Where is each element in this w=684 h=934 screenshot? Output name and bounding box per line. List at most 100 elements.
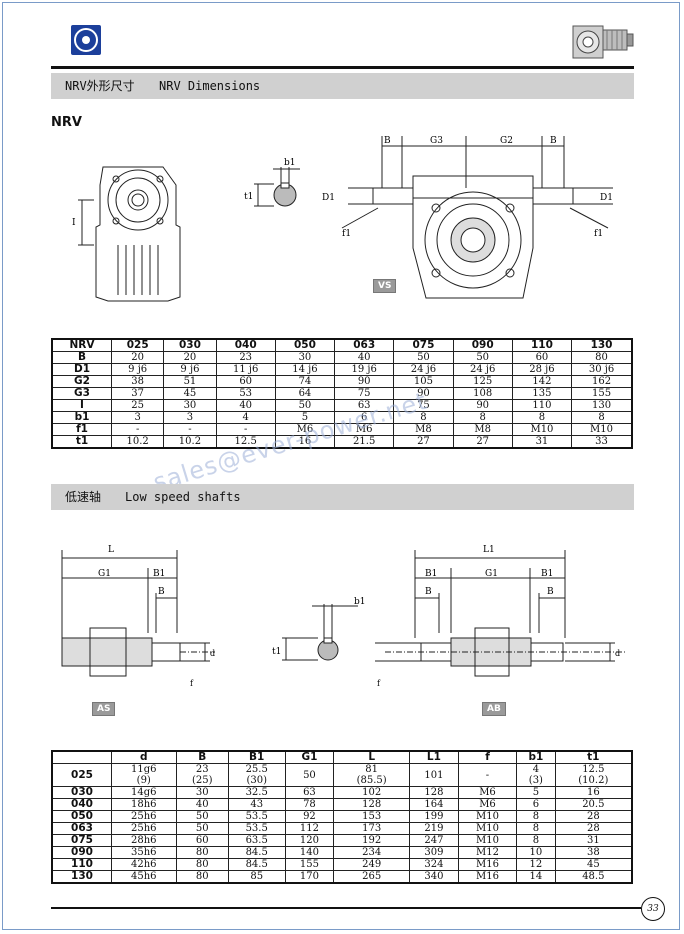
table-cell: 4(3) [516, 763, 556, 787]
dim-label-D1-left: D1 [322, 193, 335, 203]
table-cell: 10.2 [163, 435, 217, 449]
table-header-row: NRV 025 030 040 050 063 075 090 110 130 [51, 338, 633, 352]
section2-title-cn: 低速轴 [65, 490, 102, 504]
dim-label-B1-left: B1 [425, 569, 437, 579]
table-cell: 12 [516, 858, 556, 871]
table-cell: 219 [408, 822, 459, 835]
table-cell: 28h6 [111, 834, 177, 847]
table-cell: 14 [516, 870, 556, 884]
table-cell: 51 [163, 375, 217, 388]
row-label: t1 [51, 435, 113, 449]
table-cell: 14g6 [111, 786, 177, 799]
dim-label-b1-2: b1 [354, 597, 366, 607]
table-cell: 20 [111, 351, 165, 364]
gearbox-product-image [572, 25, 634, 59]
table-cell: - [163, 423, 217, 436]
table-cell: 60 [511, 351, 573, 364]
table-cell: 101 [408, 763, 459, 787]
table-cell: 80 [175, 870, 229, 884]
table-cell: 153 [333, 810, 410, 823]
table-cell: 50 [284, 763, 335, 787]
table-cell: 90 [334, 375, 395, 388]
table-cell: 40 [334, 351, 395, 364]
table-cell: M10 [571, 423, 633, 436]
table-cell: 24 j6 [452, 363, 513, 376]
dim-label-G1: G1 [98, 569, 111, 579]
table-header-cell: NRV [51, 338, 113, 352]
dim-label-B-left: B [384, 136, 391, 146]
table-cell: 5 [516, 786, 556, 799]
table-cell: 35h6 [111, 846, 177, 859]
table-cell: M10 [457, 834, 518, 847]
table-cell: 63.5 [227, 834, 286, 847]
badge-as: AS [92, 702, 116, 716]
dim-label-d: d [210, 649, 215, 658]
page-number: 33 [641, 897, 665, 921]
nrv-side-view-drawing: I [72, 166, 181, 302]
table-cell: 10.2 [111, 435, 165, 449]
row-label: 050 [51, 810, 112, 823]
table-header-cell: 063 [334, 338, 395, 352]
table-header-cell: b1 [516, 750, 556, 764]
table-cell: 40 [215, 399, 276, 412]
table-cell: 19 j6 [334, 363, 395, 376]
table-cell: 40 [175, 798, 229, 811]
table-cell: 84.5 [227, 846, 286, 859]
table-cell: M16 [457, 858, 518, 871]
table-cell: 60 [215, 375, 276, 388]
dim-label-L1: L1 [483, 545, 495, 555]
table-cell: 105 [393, 375, 454, 388]
table-cell: 81(85.5) [333, 763, 410, 787]
dim-label-D1-right: D1 [600, 193, 613, 203]
badge-ab: AB [482, 702, 506, 716]
table-cell: 37 [111, 387, 165, 400]
table-header-cell: G1 [284, 750, 335, 764]
table-cell: 85 [227, 870, 286, 884]
table-header-cell: d [111, 750, 177, 764]
table-header-cell: f [457, 750, 518, 764]
table-cell: 50 [175, 822, 229, 835]
table-cell: 20.5 [554, 798, 633, 811]
table-header-cell: 050 [274, 338, 336, 352]
table-cell: 112 [284, 822, 335, 835]
table-cell: 80 [571, 351, 633, 364]
table-header-row: d B B1 G1 L L1 f b1 t1 [51, 750, 633, 764]
dim-label-d-ab: d [615, 649, 620, 658]
table-cell: 45 [554, 858, 633, 871]
badge-vs: VS [373, 279, 397, 293]
table-cell: 155 [284, 858, 335, 871]
dim-label-t1-2: t1 [272, 647, 281, 657]
dim-label-f: f [190, 679, 194, 688]
table-cell: 45h6 [111, 870, 177, 884]
section-band-dimensions: NRV外形尺寸 NRV Dimensions [51, 73, 634, 99]
table-cell: 31 [511, 435, 573, 449]
table-cell: 23 [215, 351, 276, 364]
dim-label-B-left-ab: B [425, 587, 432, 597]
row-label: I [51, 399, 113, 412]
table-cell: 120 [284, 834, 335, 847]
row-label: 063 [51, 822, 112, 835]
shaft-key-section-drawing: b1 t1 [244, 158, 300, 207]
dim-label-f-ab: f [377, 679, 381, 688]
table-cell: 30 [163, 399, 217, 412]
table-cell: 11 j6 [215, 363, 276, 376]
table-cell: 3 [111, 411, 165, 424]
table-cell: 11g6(9) [111, 763, 177, 787]
table-cell: 50 [175, 810, 229, 823]
table-cell: 20 [163, 351, 217, 364]
table-cell: 10 [516, 846, 556, 859]
table-cell: 309 [408, 846, 459, 859]
table-cell: 12.5(10.2) [554, 763, 633, 787]
ab-shaft-drawing: L1 B1 G1 B1 B B d f [375, 545, 625, 688]
dim-label-L: L [108, 545, 114, 555]
table-cell: 135 [511, 387, 573, 400]
table-cell: 8 [516, 822, 556, 835]
table-cell: 9 j6 [163, 363, 217, 376]
